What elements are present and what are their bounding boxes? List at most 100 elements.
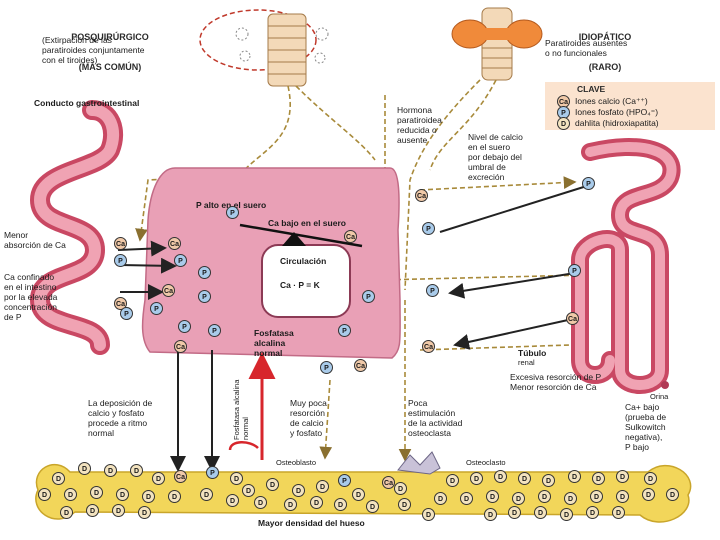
legend-dahlite-label: dahlita (hidroxiapatita) (575, 118, 659, 128)
idiopathic-title-line2: (RARO) (588, 62, 622, 72)
phosphate-ion: P (426, 284, 439, 297)
dahlite-crystal: D (90, 486, 103, 499)
dahlite-crystal: D (666, 488, 679, 501)
legend-key: CLAVE Ca Iones calcio (Ca⁺⁺) P Iones fos… (545, 82, 715, 130)
legend-phosphate-label: Iones fosfato (HPO₄⁼) (575, 107, 659, 117)
dahlite-crystal: D (434, 492, 447, 505)
hormone-label: Hormona paratiroidea reducida o ausente (397, 105, 442, 145)
dahlite-crystal: D (266, 478, 279, 491)
dahlite-crystal: D (538, 490, 551, 503)
calcium-ion: Ca (174, 470, 187, 483)
renal-effect-label: Excesiva resorción de P Menor resorción … (510, 372, 602, 392)
vertical-phosphatase-label: Fosfatasa alcalina normal (232, 379, 250, 440)
dahlite-crystal: D (586, 506, 599, 519)
calcium-ion: Ca (354, 359, 367, 372)
postsurgical-title-line2: (MÁS COMÚN) (78, 62, 142, 72)
dahlite-crystal: D (644, 472, 657, 485)
dahlite-crystal: D (422, 508, 435, 521)
dahlite-crystal: D (142, 490, 155, 503)
calcium-ion: Ca (344, 230, 357, 243)
dahlite-crystal: D (112, 504, 125, 517)
flow-arrows (117, 184, 591, 472)
dahlite-crystal: D (494, 470, 507, 483)
dahlite-crystal: D (230, 472, 243, 485)
phosphate-ion: P (320, 361, 333, 374)
phosphate-ion: P (338, 474, 351, 487)
calcium-ion: Ca (114, 237, 127, 250)
dahlite-crystal: D (152, 472, 165, 485)
phosphate-ion: P (568, 264, 581, 277)
legend-dahlite-symbol: D (557, 117, 570, 130)
phosphate-ion: P (208, 324, 221, 337)
dahlite-crystal: D (130, 464, 143, 477)
idiopathic-subtitle: Paratiroides ausentes o no funcionales (545, 38, 628, 58)
ca-confined-label: Ca confinado en el intestino por la elev… (4, 272, 58, 322)
bone-density-label: Mayor densidad del hueso (258, 518, 365, 528)
legend-title: CLAVE (577, 84, 606, 94)
p-high-label: P alto en el suero (196, 200, 267, 210)
dahlite-crystal: D (104, 464, 117, 477)
phosphate-ion: P (114, 254, 127, 267)
dahlite-crystal: D (612, 506, 625, 519)
phosphate-ion: P (198, 290, 211, 303)
dahlite-crystal: D (564, 492, 577, 505)
calcium-ion: Ca (168, 237, 181, 250)
dahlite-crystal: D (116, 488, 129, 501)
dahlite-crystal: D (542, 474, 555, 487)
dahlite-crystal: D (560, 508, 573, 521)
calcium-ion: Ca (566, 312, 579, 325)
phosphate-ion: P (206, 466, 219, 479)
thyroid-gland-illustration (451, 7, 543, 81)
dahlite-crystal: D (592, 472, 605, 485)
trachea-thyroid-illustration (199, 9, 329, 87)
dahlite-crystal: D (284, 498, 297, 511)
dahlite-crystal: D (590, 490, 603, 503)
osteoblast-label: Osteoblasto (276, 458, 317, 467)
dahlite-crystal: D (64, 488, 77, 501)
dahlite-crystal: D (486, 490, 499, 503)
dahlite-crystal: D (242, 484, 255, 497)
gi-tract-label: Conducto gastrointestinal (34, 98, 140, 108)
dahlite-crystal: D (226, 494, 239, 507)
dahlite-crystal: D (642, 488, 655, 501)
dahlite-crystal: D (38, 488, 51, 501)
renal-tubule (571, 138, 681, 394)
osteoclast-cell (397, 451, 441, 475)
calcium-ion: Ca (114, 297, 127, 310)
dahlite-crystal: D (254, 496, 267, 509)
dahlite-crystal: D (78, 462, 91, 475)
gastrointestinal-tract (29, 100, 124, 355)
postsurgical-title: POSQUIRÚRGICO (MÁS COMÚN) (55, 12, 165, 82)
ca-low-label: Ca bajo en el suero (268, 218, 346, 228)
dahlite-crystal: D (86, 504, 99, 517)
dahlite-crystal: D (568, 470, 581, 483)
dahlite-crystal: D (616, 490, 629, 503)
dahlite-crystal: D (512, 492, 525, 505)
postsurgical-title-line1: POSQUIRÚRGICO (71, 32, 149, 42)
urine-note: Ca+ bajo (prueba de Sulkowitch negativa)… (625, 402, 667, 452)
dahlite-crystal: D (616, 470, 629, 483)
stimulation-label: Poca estimulación de la actividad osteoc… (408, 398, 463, 438)
phosphate-ion: P (198, 266, 211, 279)
dahlite-crystal: D (484, 508, 497, 521)
phosphate-ion: P (120, 307, 133, 320)
dahlite-crystal: D (310, 496, 323, 509)
deposition-label: La deposición de calcio y fosfato proced… (88, 398, 153, 438)
dahlite-crystal: D (518, 472, 531, 485)
idiopathic-title: IDIOPÁTICO (RARO) (565, 12, 645, 82)
calcium-ion: Ca (174, 340, 187, 353)
phosphate-ion: P (362, 290, 375, 303)
dahlite-crystal: D (470, 472, 483, 485)
tubule-sublabel: renal (518, 358, 535, 367)
idiopathic-title-line1: IDIOPÁTICO (578, 32, 632, 42)
resorption-label: Muy poca resorción de calcio y fosfato (290, 398, 327, 438)
dahlite-crystal: D (292, 484, 305, 497)
less-absorption-label: Menor absorción de Ca (4, 230, 66, 250)
dahlite-crystal: D (200, 488, 213, 501)
dahlite-crystal: D (534, 506, 547, 519)
phosphate-ion: P (422, 222, 435, 235)
legend-calcium-label: Iones calcio (Ca⁺⁺) (575, 96, 648, 106)
dahlite-crystal: D (508, 506, 521, 519)
